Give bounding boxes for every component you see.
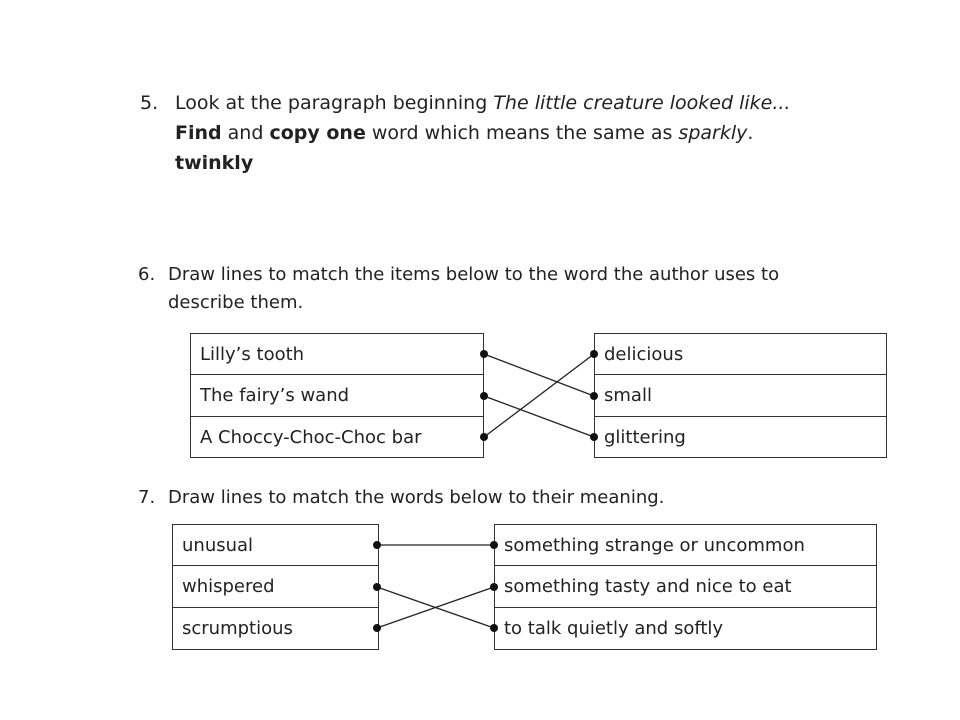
question-text: word which means the same as <box>365 122 679 144</box>
question-6-line-1: Draw lines to match the items below to t… <box>168 264 780 285</box>
match-line <box>376 586 495 629</box>
q7-left-box: scrumptious <box>172 607 379 650</box>
match-line <box>376 586 495 629</box>
question-5-line-2: Find and copy one word which means the s… <box>175 118 790 148</box>
question-7-line-1: Draw lines to match the words below to t… <box>168 487 665 508</box>
q7-left-box: unusual <box>172 524 379 566</box>
quoted-phrase: The little creature looked like... <box>493 92 791 114</box>
q7-right-box: something strange or uncommon <box>494 524 877 566</box>
q6-left-box: The fairy’s wand <box>190 374 484 417</box>
question-6-line-2: describe them. <box>168 292 304 313</box>
question-number: 7. <box>138 487 156 508</box>
question-text: Look at the paragraph beginning <box>175 92 494 114</box>
match-line <box>483 353 595 438</box>
emphasis: Find <box>175 122 222 144</box>
match-line <box>483 395 595 438</box>
target-word: sparkly <box>678 122 748 144</box>
q6-right-box: small <box>594 374 887 417</box>
question-5: 5. Look at the paragraph beginning The l… <box>140 88 790 178</box>
question-text: . <box>747 122 754 144</box>
q6-left-box: A Choccy-Choc-Choc bar <box>190 416 484 458</box>
question-number: 5. <box>140 92 159 114</box>
emphasis: copy one <box>269 122 366 144</box>
answer-text: twinkly <box>175 152 254 174</box>
question-7: 7. Draw lines to match the words below t… <box>138 484 664 512</box>
question-6: 6. Draw lines to match the items below t… <box>138 261 779 317</box>
question-5-line-1: Look at the paragraph beginning The litt… <box>175 88 790 118</box>
q6-left-box: Lilly’s tooth <box>190 333 484 375</box>
question-number: 6. <box>138 264 156 285</box>
q7-left-box: whispered <box>172 565 379 608</box>
q7-right-box: to talk quietly and softly <box>494 607 877 650</box>
question-text: and <box>221 122 270 144</box>
match-line <box>483 353 595 397</box>
q6-right-box: glittering <box>594 416 887 458</box>
q6-right-box: delicious <box>594 333 887 375</box>
q7-right-box: something tasty and nice to eat <box>494 565 877 608</box>
